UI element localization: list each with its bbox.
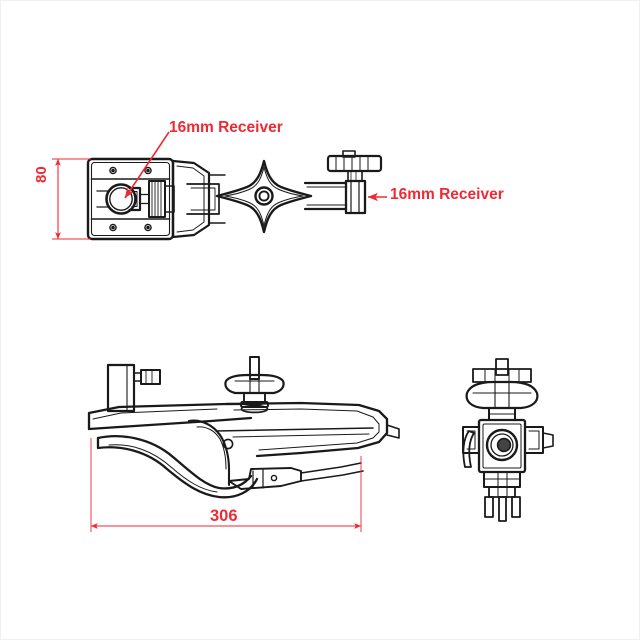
annotation-lines-group bbox=[52, 131, 387, 532]
front-view-group bbox=[462, 358, 554, 522]
annotation-label-receiver-top: 16mm Receiver bbox=[169, 119, 283, 136]
top-view-group bbox=[86, 150, 383, 241]
leader-line-top bbox=[124, 131, 170, 199]
dimension-label-length: 306 bbox=[210, 507, 238, 525]
dimension-label-height: 80 bbox=[33, 166, 50, 183]
side-view-group bbox=[87, 356, 400, 499]
annotation-label-receiver-right: 16mm Receiver bbox=[390, 186, 504, 203]
